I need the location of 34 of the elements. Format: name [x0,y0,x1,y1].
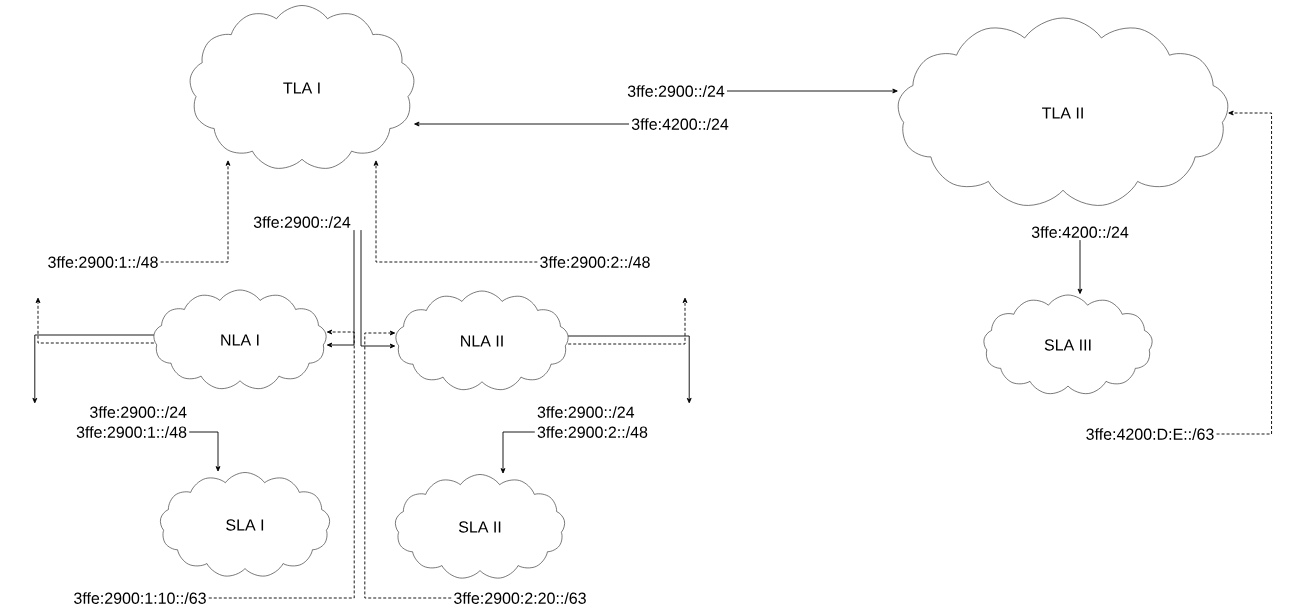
arrow [32,334,155,404]
arrow [364,330,452,599]
arrow [188,431,221,472]
address-label: 3ffe:2900:1:10::/63 [74,592,206,604]
address-label: 3ffe:4200:D:E::/63 [1086,428,1214,440]
arrow [726,88,898,94]
cloud: SLA II [395,474,565,579]
cloud: SLA III [983,294,1153,395]
arrow [360,229,396,349]
arrow [1216,110,1272,435]
address-label: 3ffe:2900:2:20::/63 [454,592,586,604]
cloud: TLA I [189,5,415,169]
address-label: 3ffe:2900::/24 [253,216,351,228]
arrow [567,297,688,345]
cloud: TLA II [897,17,1229,206]
arrow [500,431,536,474]
arrow [160,160,231,263]
address-label: 3ffe:2900::/24 [627,85,725,97]
address-label: 3ffe:2900:1::/48 [48,256,158,268]
arrow [208,329,355,599]
cloud: SLA I [160,472,330,577]
address-label: 3ffe:2900::/24 3ffe:2900:1::/48 [76,406,187,438]
arrow [35,297,155,344]
cloud: NLA I [153,289,327,390]
address-label: 3ffe:4200::/24 [1031,226,1129,238]
arrow [373,160,538,263]
address-label: 3ffe:4200::/24 [631,118,729,130]
arrow [414,121,630,127]
arrow [567,335,692,404]
cloud: NLA II [395,290,569,391]
address-label: 3ffe:2900:2::/48 [540,256,650,268]
arrow [1077,239,1083,294]
address-label: 3ffe:2900::/24 3ffe:2900:2::/48 [537,406,648,438]
arrow [326,229,355,348]
